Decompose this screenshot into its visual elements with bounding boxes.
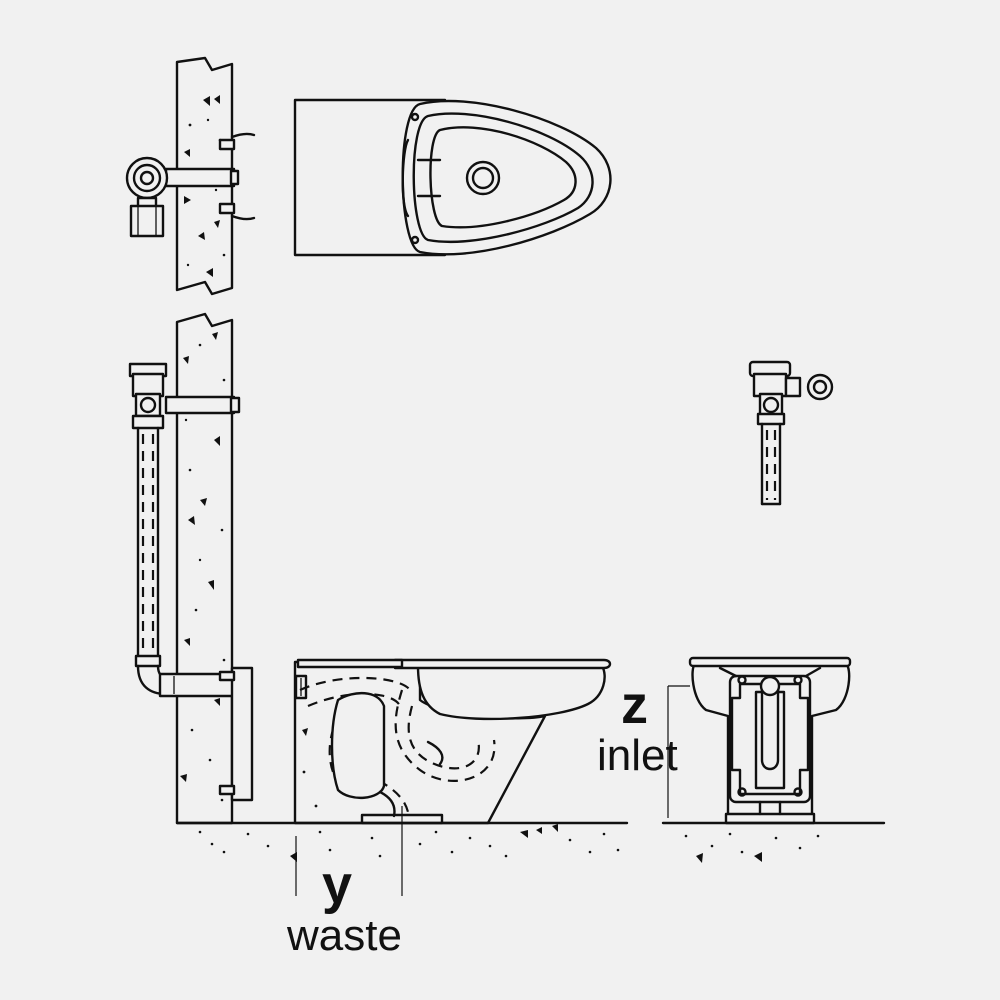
base-front — [724, 812, 816, 825]
dimension-z-inlet — [667, 685, 690, 818]
flush-valve-detail — [748, 360, 834, 506]
inlet-spud-front — [759, 675, 781, 697]
anchor-bolts-top — [218, 132, 256, 221]
side-elevation — [128, 312, 629, 825]
supply-stub-top — [164, 167, 236, 188]
waste-outlet-side — [330, 692, 386, 799]
flush-valve-side — [128, 362, 236, 698]
fixture-side — [293, 658, 612, 825]
inlet-dimension-label: inlet — [597, 731, 678, 780]
rim-side — [393, 658, 612, 670]
dimension-y-waste — [295, 806, 403, 896]
carrier-plate — [230, 666, 254, 802]
fixture-plan — [293, 98, 612, 257]
floor-grit — [198, 824, 820, 863]
top-view — [125, 56, 612, 296]
rim-front — [688, 656, 852, 668]
waste-dimension-label: waste — [287, 911, 402, 960]
waste-dimension-letter: y — [322, 855, 353, 915]
front-elevation — [661, 656, 886, 825]
wall-section-side — [175, 312, 234, 825]
bowl-rim-outer-plan — [401, 99, 612, 256]
supply-stub-side — [164, 395, 236, 415]
flush-valve-plan — [125, 156, 169, 238]
wall-grit-side — [180, 332, 226, 802]
inlet-dimension-letter: z — [621, 675, 648, 735]
bowl-rim-inner-plan — [429, 126, 577, 229]
bowl-side — [416, 664, 606, 721]
bowl-outlet-plan — [465, 160, 501, 196]
